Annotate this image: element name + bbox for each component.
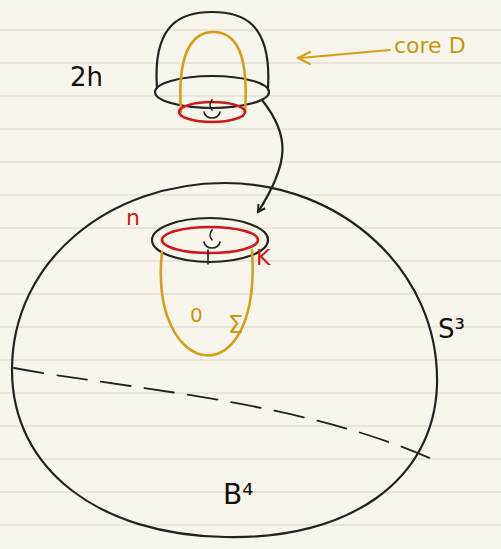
framing-label: 0 [190,304,203,326]
knot-label: K [256,246,270,270]
handle-dome: 2h [150,5,275,110]
core-label: core D [394,34,466,58]
ball-region: B⁴ S³ [8,180,483,542]
boundary-label: S³ [438,315,465,344]
handle-label: 2h [70,63,103,92]
normal-label: n [126,206,140,230]
attaching-arrow [258,100,283,212]
surface-label: Σ [228,312,243,338]
ball-label: B⁴ [223,480,253,511]
